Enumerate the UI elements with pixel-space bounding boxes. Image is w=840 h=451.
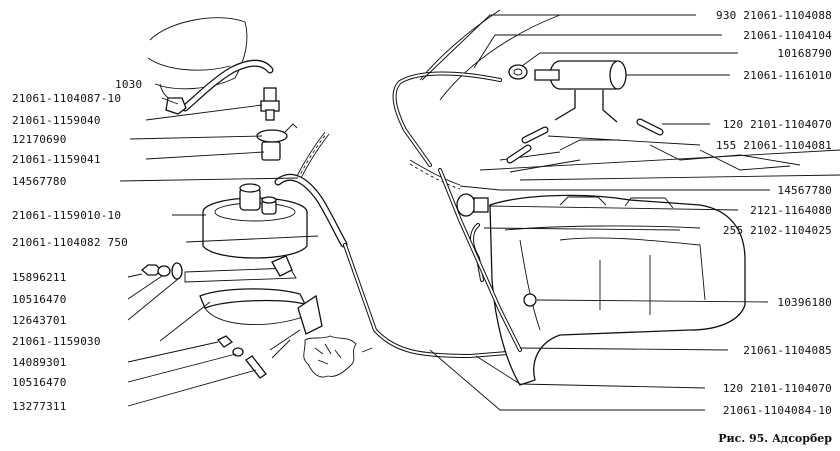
cover-12170690	[256, 123, 298, 161]
separator-canister	[202, 183, 308, 259]
label-21061-1104087-10: 21061-1104087-10	[12, 92, 121, 105]
label-21061-1159041: 21061-1159041	[12, 153, 101, 166]
hose-upper-left	[181, 59, 274, 112]
label-21061-1104104: 21061-1104104	[743, 29, 832, 42]
hose-14567780-left	[295, 131, 330, 181]
label-13277311: 13277311	[12, 400, 67, 413]
label-21061-1104082: 21061-1104082 750	[12, 236, 128, 249]
label-10516470-b: 10516470	[12, 376, 67, 389]
label-15896211: 15896211	[12, 271, 67, 284]
air-cleaner-housing	[147, 17, 248, 105]
hose-14567780-right	[409, 159, 461, 190]
label-21061-1161010: 21061-1161010	[743, 69, 832, 82]
label-1030: 1030	[115, 78, 142, 91]
figure-caption: Рис. 95. Адсорбер	[718, 432, 832, 445]
label-120-2101-1104070-a: 120 2101-1104070	[723, 118, 832, 131]
valve-2121-1164080	[456, 193, 489, 217]
hose-stub-155	[506, 126, 549, 164]
adsorber-canister	[534, 60, 627, 123]
label-930-21061-1104088: 930 21061-1104088	[716, 9, 832, 22]
label-12643701: 12643701	[12, 314, 67, 327]
label-14567780-right: 14567780	[777, 184, 832, 197]
pipe-lower	[343, 243, 522, 359]
hose-21061-1104082	[274, 174, 348, 248]
clip-1030	[165, 97, 187, 115]
label-155-21061-1104081: 155 21061-1104081	[716, 139, 832, 152]
fuel-tank	[489, 194, 746, 386]
plug-10396180	[523, 293, 537, 307]
label-21061-1159040: 21061-1159040	[12, 114, 101, 127]
label-12170690: 12170690	[12, 133, 67, 146]
label-255-2102-1104025: 255 2102-1104025	[723, 224, 832, 237]
label-2121-1164080: 2121-1164080	[750, 204, 832, 217]
label-10168790: 10168790	[777, 47, 832, 60]
left-labels: 1030 21061-1104087-10 21061-1159040 1217…	[12, 78, 142, 413]
bracket-clamp	[184, 255, 323, 335]
label-120-2101-1104070-b: 120 2101-1104070	[723, 382, 832, 395]
label-14089301: 14089301	[12, 356, 67, 369]
right-labels: 930 21061-1104088 21061-1104104 10168790…	[716, 9, 832, 417]
label-10396180: 10396180	[777, 296, 832, 309]
vehicle-body	[419, 9, 840, 181]
label-21061-1104085: 21061-1104085	[743, 344, 832, 357]
pipe-21061-1104085	[438, 168, 522, 352]
cloth-wrap	[303, 335, 357, 378]
hose-930	[392, 71, 502, 167]
label-21061-1159010-10: 21061-1159010-10	[12, 209, 121, 222]
nut-washer-group	[140, 262, 183, 280]
label-10516470-a: 10516470	[12, 293, 67, 306]
leader-lines	[119, 14, 770, 411]
hose-stub-120	[636, 118, 664, 136]
label-21061-1159030: 21061-1159030	[12, 335, 101, 348]
label-21061-1104084-10: 21061-1104084-10	[723, 404, 832, 417]
label-14567780-left: 14567780	[12, 175, 67, 188]
clamp-10168790	[508, 64, 528, 80]
valve-fitting	[260, 87, 280, 121]
